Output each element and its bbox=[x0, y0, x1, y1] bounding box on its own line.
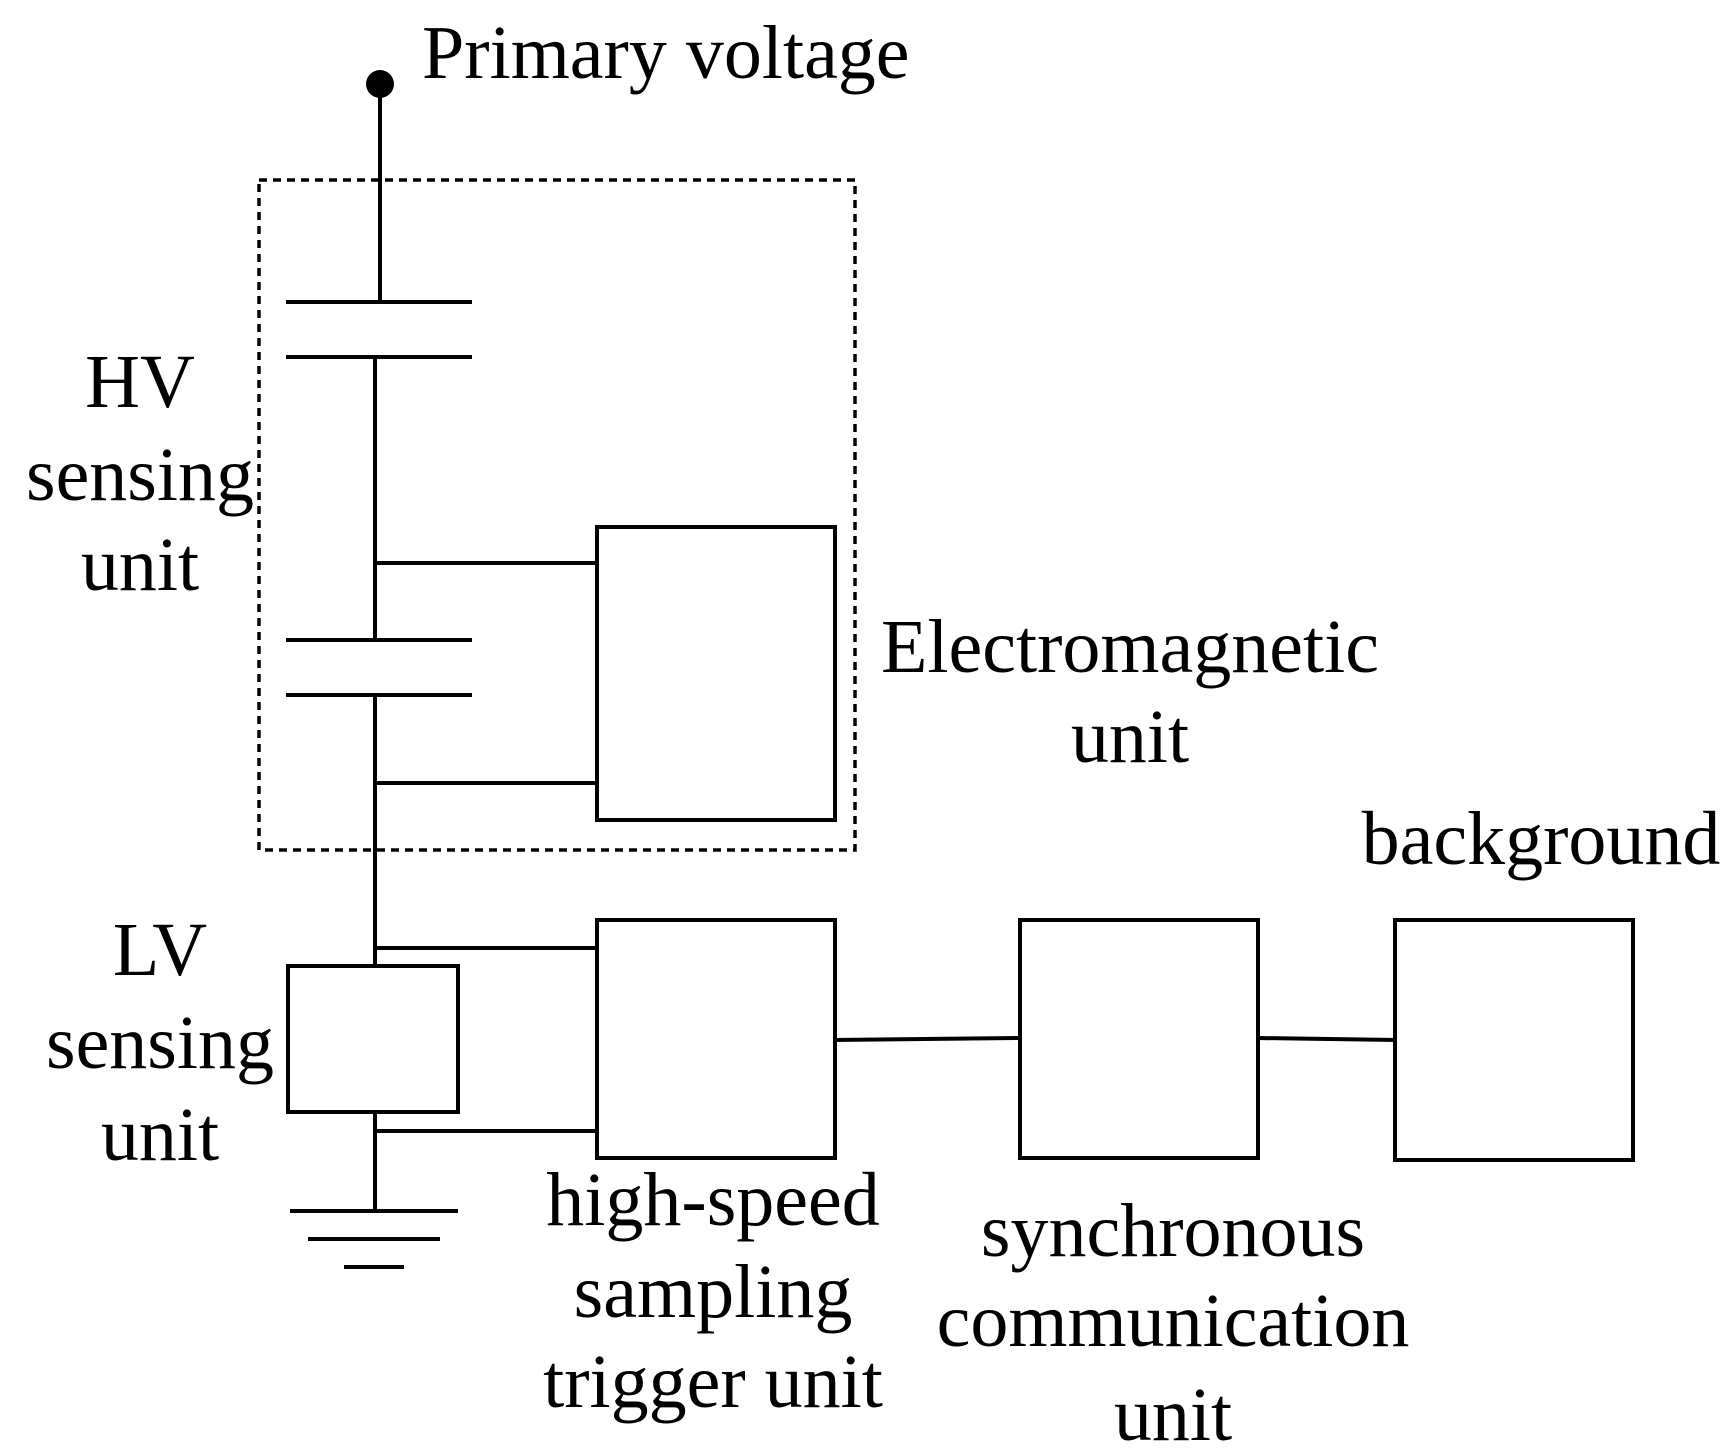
high-speed-sampling-unit-box bbox=[595, 918, 837, 1160]
svg-text:background: background bbox=[1362, 797, 1721, 881]
hv-sensing-unit-label: HV sensing unit bbox=[26, 340, 254, 607]
svg-text:sensing: sensing bbox=[46, 1001, 274, 1085]
svg-text:sampling: sampling bbox=[574, 1250, 853, 1334]
svg-text:unit: unit bbox=[81, 523, 199, 607]
lv-sensing-unit-label: LV sensing unit bbox=[46, 908, 274, 1177]
svg-text:LV: LV bbox=[113, 908, 207, 992]
svg-text:high-speed: high-speed bbox=[546, 1158, 879, 1242]
hv-sensing-unit-boundary bbox=[257, 178, 857, 852]
svg-text:HV: HV bbox=[85, 340, 195, 424]
svg-text:Electromagnetic: Electromagnetic bbox=[881, 605, 1379, 689]
electromagnetic-unit-label: Electromagnetic unit bbox=[881, 605, 1379, 779]
background-box bbox=[1393, 918, 1635, 1162]
primary-voltage-label: Primary voltage bbox=[422, 11, 910, 95]
synchronous-communication-unit-box bbox=[1018, 918, 1260, 1160]
ground-icon bbox=[290, 1209, 458, 1269]
sampling-to-comm-link bbox=[832, 1035, 1023, 1043]
svg-text:unit: unit bbox=[1114, 1373, 1232, 1453]
electromagnetic-unit-box bbox=[595, 525, 837, 822]
comm-to-background-link bbox=[1255, 1035, 1398, 1043]
svg-text:synchronous: synchronous bbox=[981, 1189, 1365, 1273]
svg-text:sensing: sensing bbox=[26, 433, 254, 517]
svg-text:trigger unit: trigger unit bbox=[543, 1340, 883, 1424]
background-label: background bbox=[1362, 797, 1721, 881]
svg-text:unit: unit bbox=[101, 1093, 219, 1177]
synchronous-communication-label: synchronous communication unit bbox=[937, 1189, 1410, 1453]
high-speed-sampling-label: high-speed sampling trigger unit bbox=[543, 1158, 883, 1424]
svg-text:unit: unit bbox=[1071, 695, 1189, 779]
lv-sensing-unit-box bbox=[286, 964, 460, 1114]
svg-text:communication: communication bbox=[937, 1279, 1410, 1363]
